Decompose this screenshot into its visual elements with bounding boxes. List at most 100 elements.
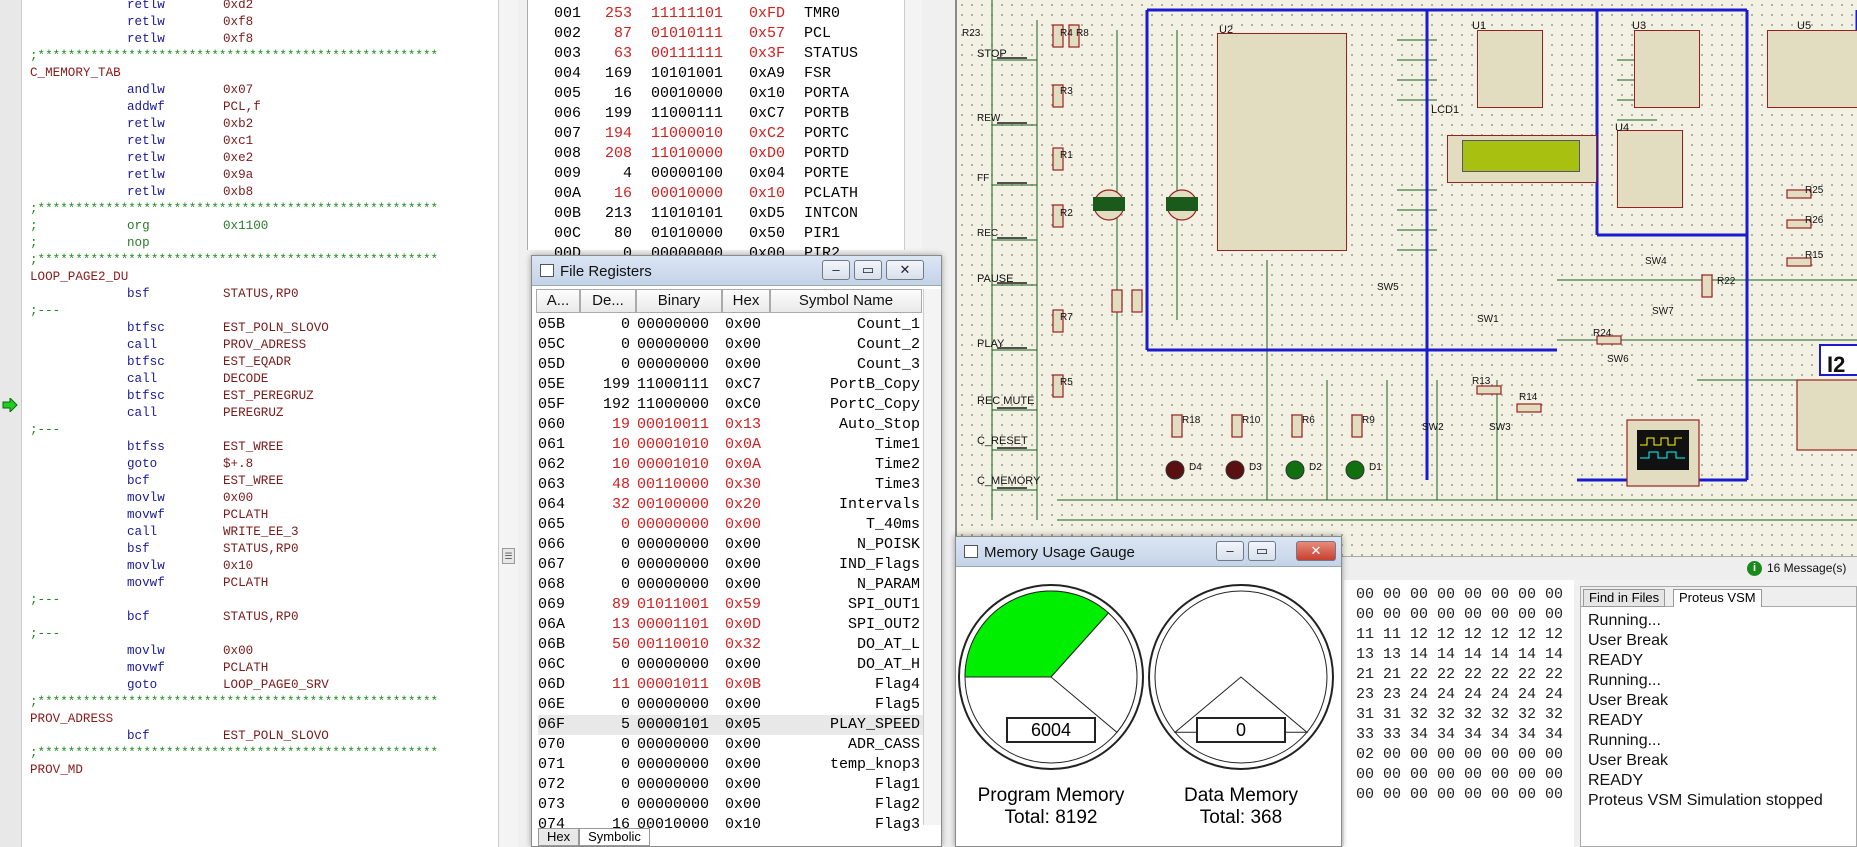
- source-line[interactable]: goto$+.8: [30, 456, 253, 473]
- hex-row[interactable]: 23 23 24 24 24 24 24 24: [1356, 686, 1564, 703]
- tab-symbolic[interactable]: Symbolic: [579, 828, 650, 846]
- file-registers-titlebar[interactable]: File Registers ‒ ▭ ✕: [532, 256, 941, 286]
- hex-row[interactable]: 33 33 34 34 34 34 34 34: [1356, 726, 1564, 743]
- chip-u3[interactable]: [1634, 30, 1700, 108]
- tab-proteus-vsm[interactable]: Proteus VSM: [1673, 589, 1762, 607]
- maximize-button[interactable]: ▭: [854, 260, 882, 280]
- file-registers-window[interactable]: File Registers ‒ ▭ ✕ A... De... Binary H…: [531, 255, 942, 847]
- minimize-button[interactable]: ‒: [1216, 541, 1244, 561]
- col-hex[interactable]: Hex: [722, 289, 770, 313]
- hex-row[interactable]: 00 00 00 00 00 00 00 00: [1356, 786, 1564, 803]
- col-address[interactable]: A...: [536, 289, 580, 313]
- source-line[interactable]: ;---: [30, 592, 60, 609]
- source-line[interactable]: ;***************************************…: [30, 48, 438, 65]
- scroll-thumb[interactable]: ☰: [502, 548, 515, 564]
- maximize-button[interactable]: ▭: [1248, 541, 1276, 561]
- source-line[interactable]: ;***************************************…: [30, 201, 438, 218]
- source-line[interactable]: ;***************************************…: [30, 745, 438, 762]
- memory-hex-dump[interactable]: 00 00 00 00 00 00 00 00 00 00 00 00 00 00…: [1344, 580, 1574, 847]
- file-registers-scrollbar[interactable]: [923, 289, 941, 825]
- messages-pane[interactable]: Find in Files Proteus VSM Running...User…: [1580, 586, 1857, 847]
- hex-row[interactable]: 11 11 12 12 12 12 12 12: [1356, 626, 1564, 643]
- tab-find-in-files[interactable]: Find in Files: [1583, 589, 1666, 607]
- source-line[interactable]: PROV_ADRESS: [30, 711, 113, 728]
- hex-row[interactable]: 02 00 00 00 00 00 00 00: [1356, 746, 1564, 763]
- hex-row[interactable]: 13 13 14 14 14 14 14 14: [1356, 646, 1564, 663]
- source-line[interactable]: C_MEMORY_TAB: [30, 65, 121, 82]
- col-binary[interactable]: Binary: [636, 289, 722, 313]
- chip-u4[interactable]: [1617, 130, 1683, 208]
- lcd1[interactable]: [1447, 135, 1597, 183]
- tab-hex[interactable]: Hex: [538, 828, 580, 846]
- close-button[interactable]: ✕: [886, 260, 924, 280]
- memory-gauge-titlebar[interactable]: Memory Usage Gauge ‒ ▭ ✕: [956, 537, 1341, 567]
- hex-row[interactable]: 00 00 00 00 00 00 00 00: [1356, 766, 1564, 783]
- source-line[interactable]: ;---: [30, 303, 60, 320]
- chip-u2[interactable]: [1217, 33, 1347, 251]
- close-button[interactable]: ✕: [1296, 541, 1336, 561]
- minimize-button[interactable]: ‒: [822, 260, 850, 280]
- sfr-scrollbar[interactable]: [904, 0, 922, 250]
- source-line[interactable]: ;***************************************…: [30, 694, 438, 711]
- hex-row[interactable]: 00 00 00 00 00 00 00 00: [1356, 586, 1564, 603]
- source-line[interactable]: ;nop: [30, 235, 223, 252]
- memory-usage-gauge-window[interactable]: Memory Usage Gauge ‒ ▭ ✕ 6004 0 Program …: [955, 536, 1342, 847]
- source-line[interactable]: ;---: [30, 626, 60, 643]
- source-line[interactable]: LOOP_PAGE2_DU: [30, 269, 128, 286]
- hex-row[interactable]: 00 00 00 00 00 00 00 00: [1356, 606, 1564, 623]
- col-decimal[interactable]: De...: [580, 289, 636, 313]
- hex-row[interactable]: 21 21 22 22 22 22 22 22: [1356, 666, 1564, 683]
- chip-u1[interactable]: [1477, 30, 1543, 108]
